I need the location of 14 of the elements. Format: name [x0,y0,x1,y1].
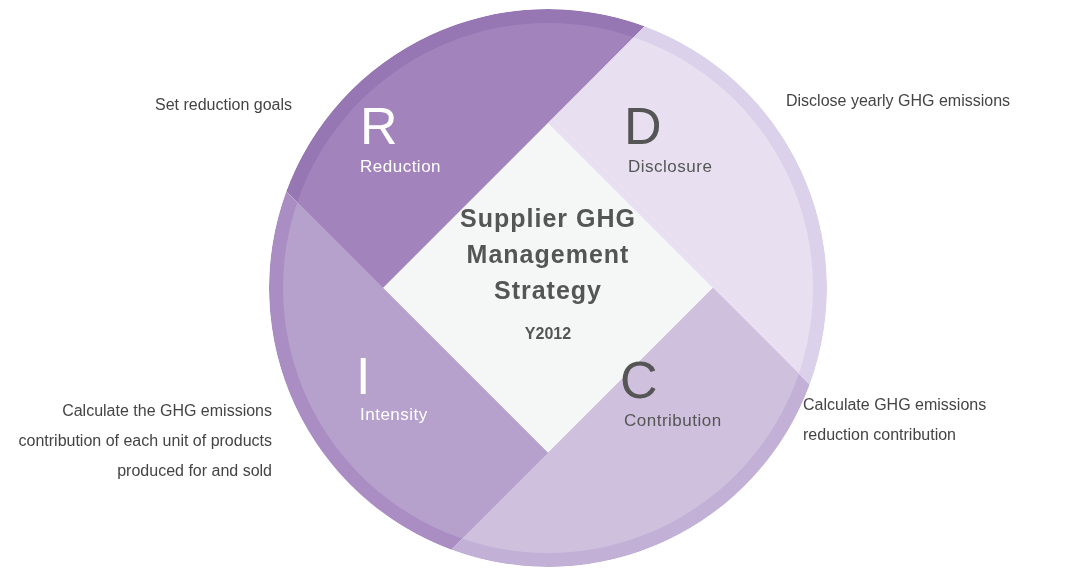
quadrant-letter: R [360,98,398,154]
quadrant-letter: C [620,352,658,408]
quadrant-letter: D [624,98,662,154]
description-text: Disclose yearly GHG emissions [786,91,1012,111]
strategy-title: Supplier GHG Management Strategy [459,203,637,306]
quadrant-letter: I [356,348,371,404]
description-text: Calculate GHG emissions reduction contribution [803,395,988,445]
year-label: Y2012 [524,324,572,344]
description-text: Set reduction goals [154,95,292,115]
quadrant-label: Contribution [624,410,722,432]
description-text: Calculate the GHG emissions contribution of each unit of products produced for and sold [17,401,272,481]
quadrant-label: Intensity [360,404,428,426]
quadrant-label: Disclosure [628,156,713,178]
quadrant-label: Reduction [360,156,442,178]
